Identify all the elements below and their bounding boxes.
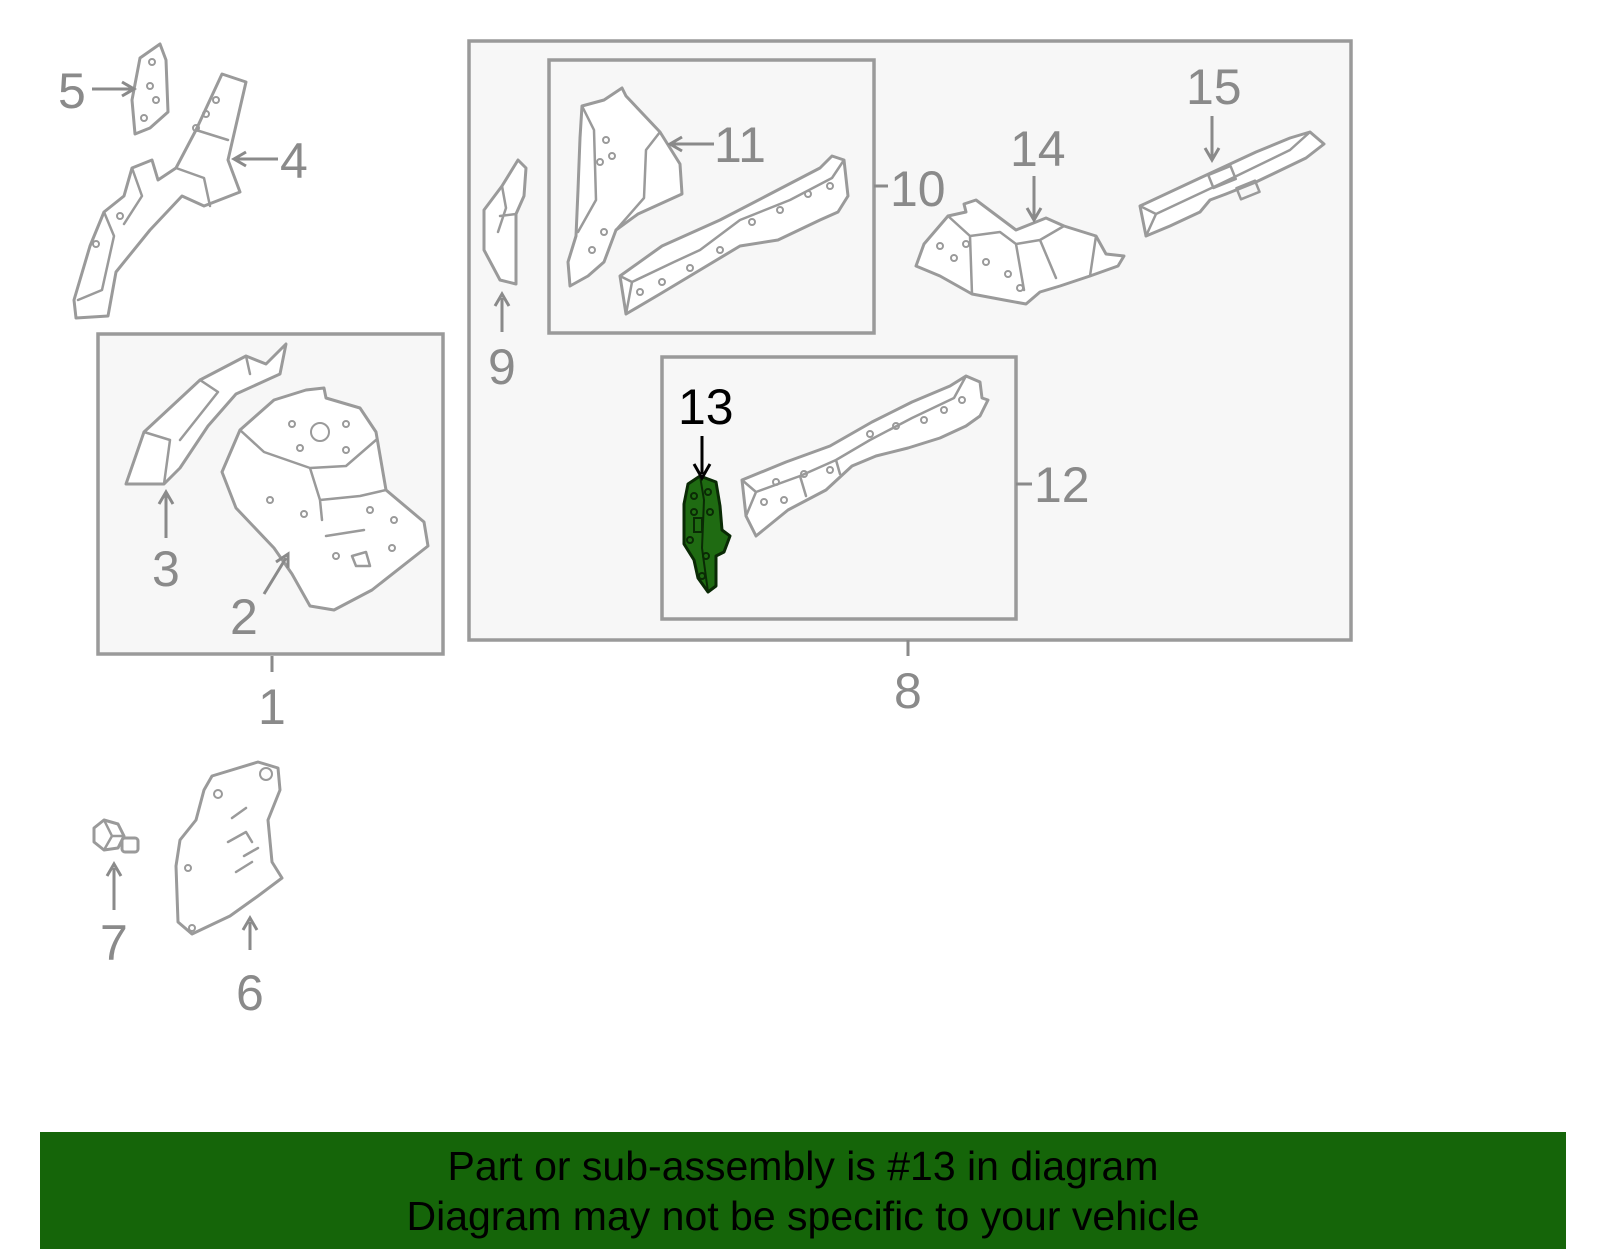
callout-7: 7 bbox=[100, 915, 128, 971]
info-banner: Part or sub-assembly is #13 in diagram D… bbox=[40, 1132, 1566, 1249]
arrowhead-14 bbox=[1025, 207, 1043, 223]
callout-5: 5 bbox=[58, 63, 86, 119]
callout-10: 10 bbox=[890, 161, 946, 217]
arrowhead-5 bbox=[121, 80, 137, 98]
arrowhead-13 bbox=[692, 463, 712, 482]
callout-6: 6 bbox=[236, 965, 264, 1021]
callout-2: 2 bbox=[230, 589, 258, 645]
part-15 bbox=[1138, 130, 1326, 238]
part-4 bbox=[72, 72, 248, 320]
banner-line-2: Diagram may not be specific to your vehi… bbox=[406, 1192, 1200, 1239]
callout-14: 14 bbox=[1010, 121, 1066, 177]
callouts: 5 4 3 2 1 6 7 8 9 10 11 12 14 15 13 bbox=[58, 59, 1242, 1021]
callout-15: 15 bbox=[1186, 59, 1242, 115]
part-13-highlighted[interactable] bbox=[682, 474, 732, 594]
banner-line-1: Part or sub-assembly is #13 in diagram bbox=[447, 1142, 1159, 1189]
part-12 bbox=[740, 374, 990, 538]
arrowhead-4 bbox=[231, 150, 247, 168]
arrowhead-2 bbox=[275, 551, 290, 568]
callout-12: 12 bbox=[1034, 457, 1090, 513]
callout-3: 3 bbox=[152, 541, 180, 597]
part-7 bbox=[92, 818, 140, 854]
leader-lines bbox=[92, 80, 1221, 950]
part-14 bbox=[914, 198, 1126, 306]
callout-9: 9 bbox=[488, 339, 516, 395]
arrowhead-15 bbox=[1203, 147, 1221, 163]
part-9 bbox=[482, 158, 528, 286]
callout-11: 11 bbox=[714, 117, 766, 173]
arrowhead-9 bbox=[493, 291, 511, 307]
leader-2 bbox=[262, 557, 288, 595]
part-3 bbox=[124, 342, 288, 486]
part-11 bbox=[566, 86, 684, 288]
callout-8: 8 bbox=[894, 663, 922, 719]
part-5 bbox=[130, 42, 170, 136]
arrowhead-6 bbox=[241, 915, 259, 931]
arrowhead-7 bbox=[105, 861, 123, 877]
callout-1: 1 bbox=[258, 679, 286, 735]
callout-4: 4 bbox=[280, 133, 308, 189]
part-10 bbox=[618, 154, 850, 316]
arrowhead-3 bbox=[157, 489, 175, 505]
part-2 bbox=[220, 386, 430, 612]
arrowhead-11 bbox=[667, 135, 683, 153]
callout-13-highlighted: 13 bbox=[678, 379, 734, 435]
part-6 bbox=[174, 760, 284, 936]
